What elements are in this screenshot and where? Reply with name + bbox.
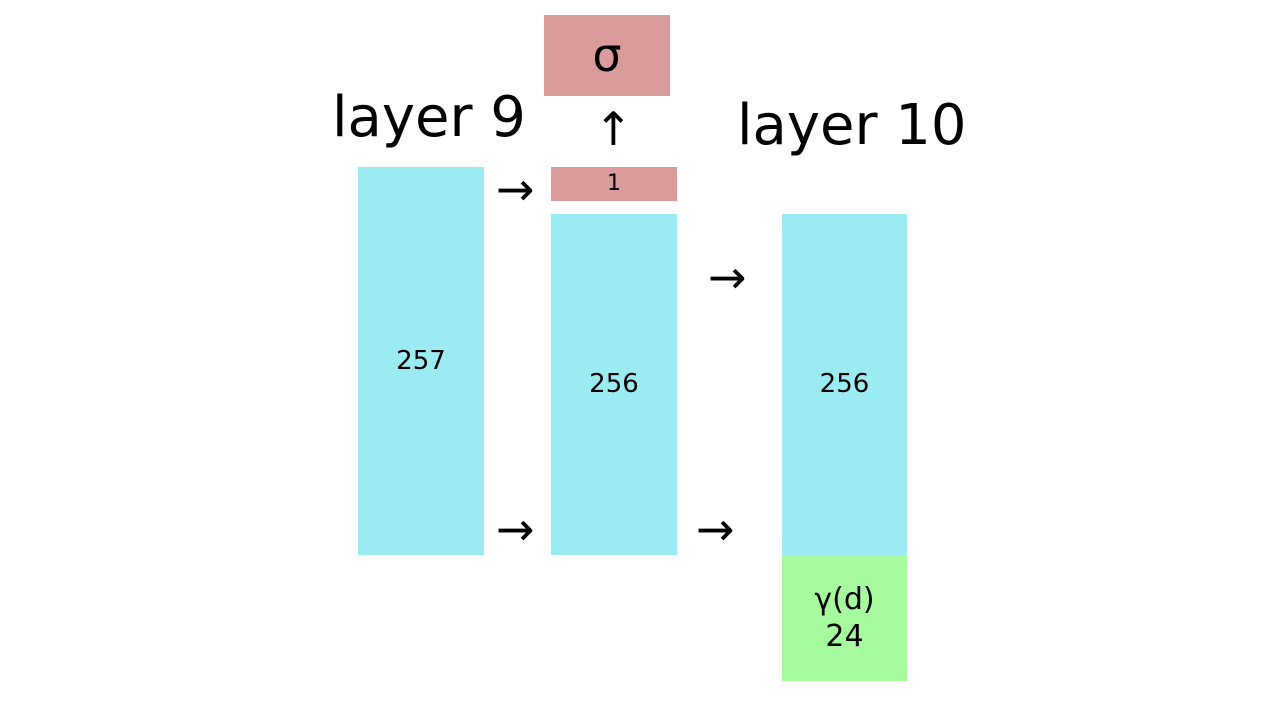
right-arrow-icon: → xyxy=(496,162,535,216)
density-unit-label: 1 xyxy=(607,171,621,197)
sigma-output-block: σ xyxy=(544,15,670,96)
hidden-block-layer9: 256 xyxy=(551,214,677,555)
right-arrow-icon: → xyxy=(496,502,535,556)
input-block-label: 257 xyxy=(396,345,446,376)
view-direction-block: γ(d) 24 xyxy=(782,555,907,681)
input-block-257: 257 xyxy=(358,167,484,555)
layer-9-title: layer 9 xyxy=(332,85,526,150)
up-arrow-icon: ↑ xyxy=(594,102,633,156)
layer-10-title: layer 10 xyxy=(737,93,967,158)
density-unit-block: 1 xyxy=(551,167,677,201)
right-arrow-icon: → xyxy=(708,250,747,304)
sigma-label: σ xyxy=(592,27,622,82)
hidden-block-layer9-label: 256 xyxy=(589,369,639,400)
hidden-block-layer10: 256 xyxy=(782,214,907,555)
right-arrow-icon: → xyxy=(696,502,735,556)
view-direction-label: γ(d) 24 xyxy=(814,581,875,655)
hidden-block-layer10-label: 256 xyxy=(819,369,870,400)
